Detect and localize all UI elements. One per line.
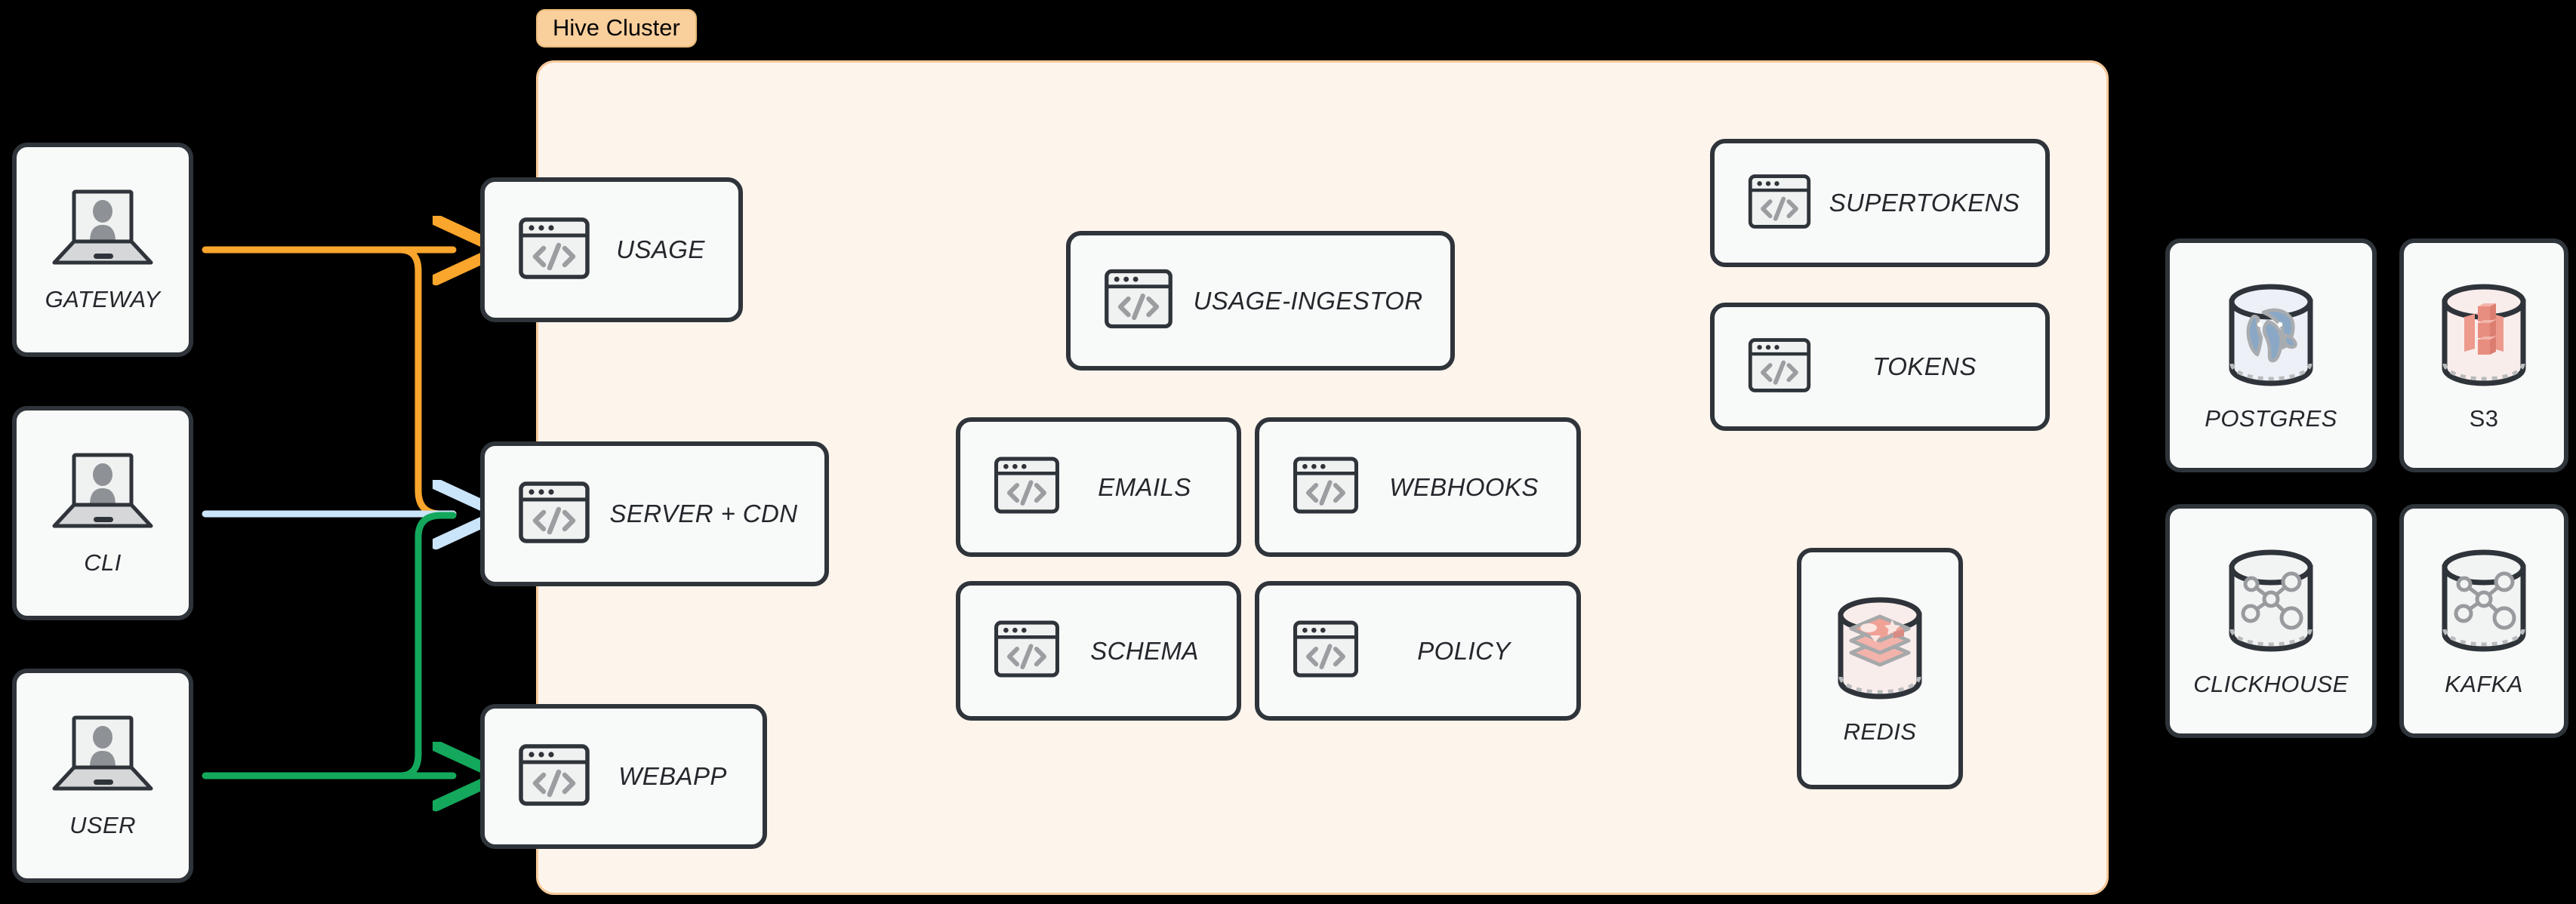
service-label: TOKENS: [1872, 352, 1977, 380]
service-node-tokens[interactable]: TOKENS: [1710, 303, 2050, 431]
service-label: WEBHOOKS: [1389, 472, 1539, 501]
service-label: USAGE-INGESTOR: [1193, 286, 1423, 315]
s3-bucket-database-icon: [2431, 279, 2537, 395]
client-node-gateway[interactable]: GATEWAY: [12, 143, 193, 357]
graph-database-icon: [2218, 545, 2324, 660]
db-label: KAFKA: [2445, 670, 2523, 697]
graph-database-icon: [2431, 545, 2537, 660]
store-node-clickhouse[interactable]: CLICKHOUSE: [2165, 504, 2377, 738]
code-window-icon: [992, 614, 1062, 687]
redis-database-icon: [1827, 592, 1933, 708]
client-node-user[interactable]: USER: [12, 669, 193, 883]
service-label: SCHEMA: [1090, 636, 1199, 665]
service-node-usage-ingestor[interactable]: USAGE-INGESTOR: [1066, 231, 1455, 371]
code-window-icon: [516, 211, 592, 290]
store-node-s3[interactable]: S3: [2399, 238, 2568, 472]
service-label: POLICY: [1417, 636, 1511, 665]
edge-user-to-server-cdn: [396, 512, 457, 779]
laptop-user-icon: [47, 713, 159, 801]
code-window-icon: [1746, 332, 1813, 402]
code-window-icon: [1291, 450, 1360, 524]
code-window-icon: [1746, 168, 1813, 238]
code-window-icon: [992, 450, 1062, 524]
service-node-supertokens[interactable]: SUPERTOKENS: [1710, 139, 2050, 267]
service-label: SUPERTOKENS: [1829, 189, 2020, 217]
code-window-icon: [516, 475, 592, 554]
client-label: CLI: [84, 549, 122, 576]
service-node-webapp[interactable]: WEBAPP: [480, 704, 767, 849]
service-node-emails[interactable]: EMAILS: [956, 417, 1241, 557]
service-node-usage[interactable]: USAGE: [480, 177, 743, 322]
db-label: S3: [2469, 404, 2499, 432]
postgres-database-icon: [2218, 279, 2324, 395]
service-node-server-cdn[interactable]: SERVER + CDN: [480, 441, 829, 586]
service-node-policy[interactable]: POLICY: [1255, 581, 1581, 721]
service-label: EMAILS: [1098, 472, 1191, 501]
laptop-user-icon: [47, 450, 159, 539]
code-window-icon: [1102, 263, 1175, 339]
db-label: POSTGRES: [2205, 404, 2337, 432]
service-node-webhooks[interactable]: WEBHOOKS: [1255, 417, 1581, 557]
hive-cluster-label: Hive Cluster: [536, 9, 697, 48]
store-node-kafka[interactable]: KAFKA: [2399, 504, 2568, 738]
edge-gateway-to-server-cdn: [396, 246, 457, 518]
store-node-postgres[interactable]: POSTGRES: [2165, 238, 2377, 472]
service-label: USAGE: [616, 235, 705, 263]
service-label: WEBAPP: [618, 762, 727, 790]
db-label: CLICKHOUSE: [2193, 670, 2349, 697]
code-window-icon: [516, 737, 592, 816]
client-label: USER: [69, 811, 136, 838]
service-label: SERVER + CDN: [609, 500, 798, 527]
laptop-user-icon: [47, 187, 159, 275]
client-node-cli[interactable]: CLI: [12, 406, 193, 620]
cache-node-redis[interactable]: REDIS: [1797, 548, 1963, 789]
service-node-schema[interactable]: SCHEMA: [956, 581, 1241, 721]
code-window-icon: [1291, 614, 1360, 687]
client-label: GATEWAY: [45, 285, 161, 312]
db-label: REDIS: [1843, 718, 1917, 745]
